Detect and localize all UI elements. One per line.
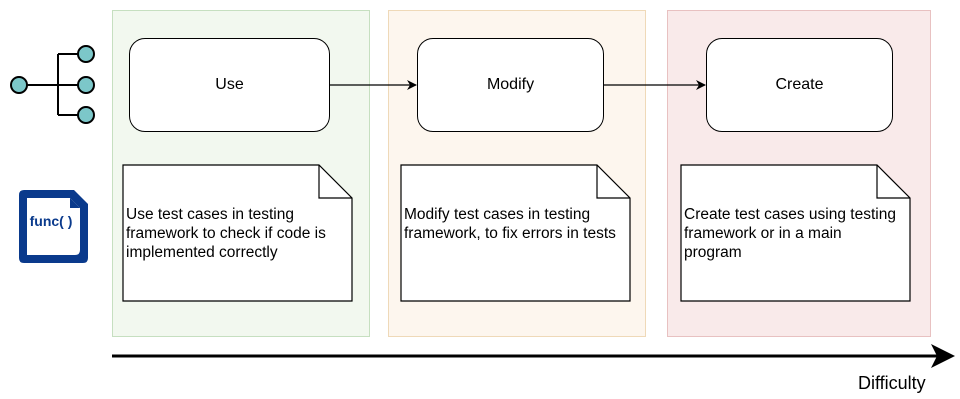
modify-stage-box: Modify — [417, 38, 604, 132]
modify-note-fold — [596, 165, 630, 199]
modify-note-shape — [400, 164, 631, 302]
function-icon — [19, 190, 88, 263]
create-note-text: Create test cases using testing framewor… — [684, 206, 896, 261]
use-note-fold — [318, 165, 352, 199]
modify-note-text: Modify test cases in testing framework, … — [404, 206, 616, 242]
use-note-text: Use test cases in testing framework to c… — [126, 206, 326, 261]
create-stage-label: Create — [775, 76, 824, 93]
difficulty-arrowhead — [931, 344, 955, 368]
tree-structure-icon — [10, 45, 95, 124]
use-stage-box: Use — [129, 38, 330, 132]
difficulty-label: Difficulty — [858, 373, 926, 393]
use-note-shape — [122, 164, 353, 302]
create-stage-box: Create — [706, 38, 893, 132]
use-stage-label: Use — [215, 76, 244, 93]
create-note-shape — [680, 164, 911, 302]
modify-stage-label: Modify — [486, 76, 535, 93]
function-icon-label: func( ) — [29, 213, 73, 229]
create-note-fold — [876, 165, 910, 199]
